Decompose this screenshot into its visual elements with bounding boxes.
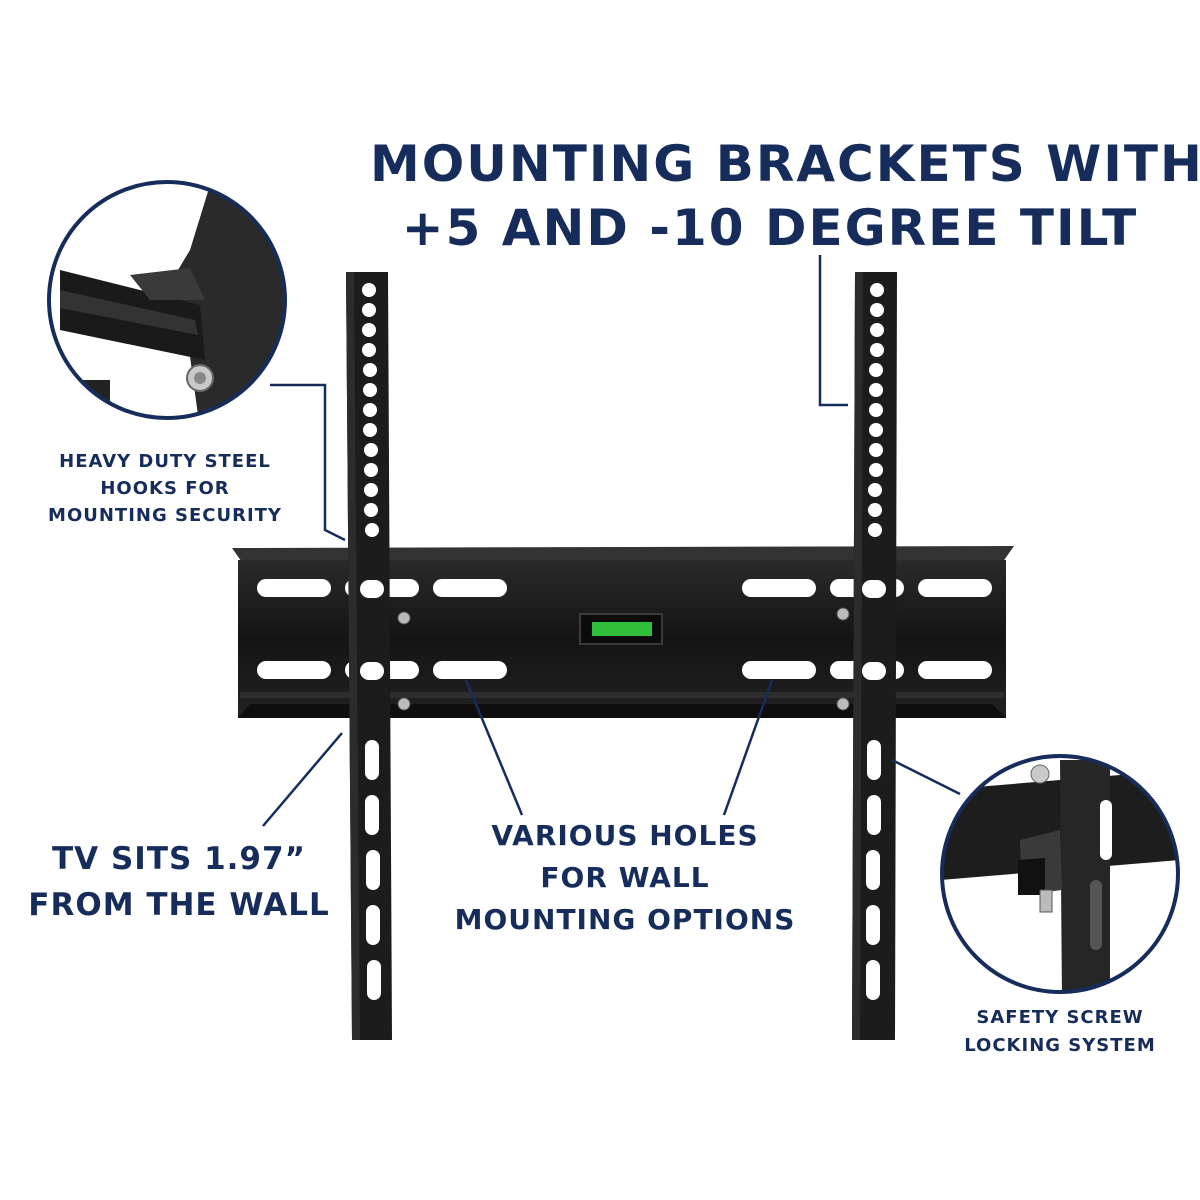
hook-detail-inset: [47, 180, 287, 420]
hooks-callout-line-1: HEAVY DUTY STEEL: [59, 451, 271, 472]
left-vertical-bracket: [346, 272, 392, 1040]
holes-callout-line-3: MOUNTING OPTIONS: [454, 903, 796, 936]
safety-screw-detail-inset: [940, 754, 1180, 994]
callout-lines: [262, 255, 961, 827]
screw-callout: SAFETY SCREW LOCKING SYSTEM: [940, 1004, 1180, 1060]
tv-distance-line-1: TV SITS 1.97”: [52, 841, 306, 877]
bubble-level: [579, 613, 663, 645]
screw-callout-line-1: SAFETY SCREW: [976, 1007, 1144, 1028]
right-vertical-bracket: [852, 272, 897, 1040]
hooks-callout-line-3: MOUNTING SECURITY: [48, 505, 282, 526]
headline: MOUNTING BRACKETS WITH +5 AND -10 DEGREE…: [370, 132, 1200, 260]
holes-callout-line-2: FOR WALL: [540, 861, 710, 894]
hooks-callout-line-2: HOOKS FOR: [100, 478, 230, 499]
screw-callout-line-2: LOCKING SYSTEM: [964, 1035, 1156, 1056]
headline-line-1: MOUNTING BRACKETS WITH: [370, 135, 1200, 193]
tv-distance-callout: TV SITS 1.97” FROM THE WALL: [6, 836, 352, 928]
holes-callout: VARIOUS HOLES FOR WALL MOUNTING OPTIONS: [425, 815, 825, 941]
headline-line-2: +5 AND -10 DEGREE TILT: [401, 199, 1139, 257]
holes-callout-line-1: VARIOUS HOLES: [491, 819, 759, 852]
plate-screws: [397, 607, 850, 711]
hooks-callout: HEAVY DUTY STEEL HOOKS FOR MOUNTING SECU…: [20, 448, 310, 529]
tv-distance-line-2: FROM THE WALL: [28, 887, 330, 923]
